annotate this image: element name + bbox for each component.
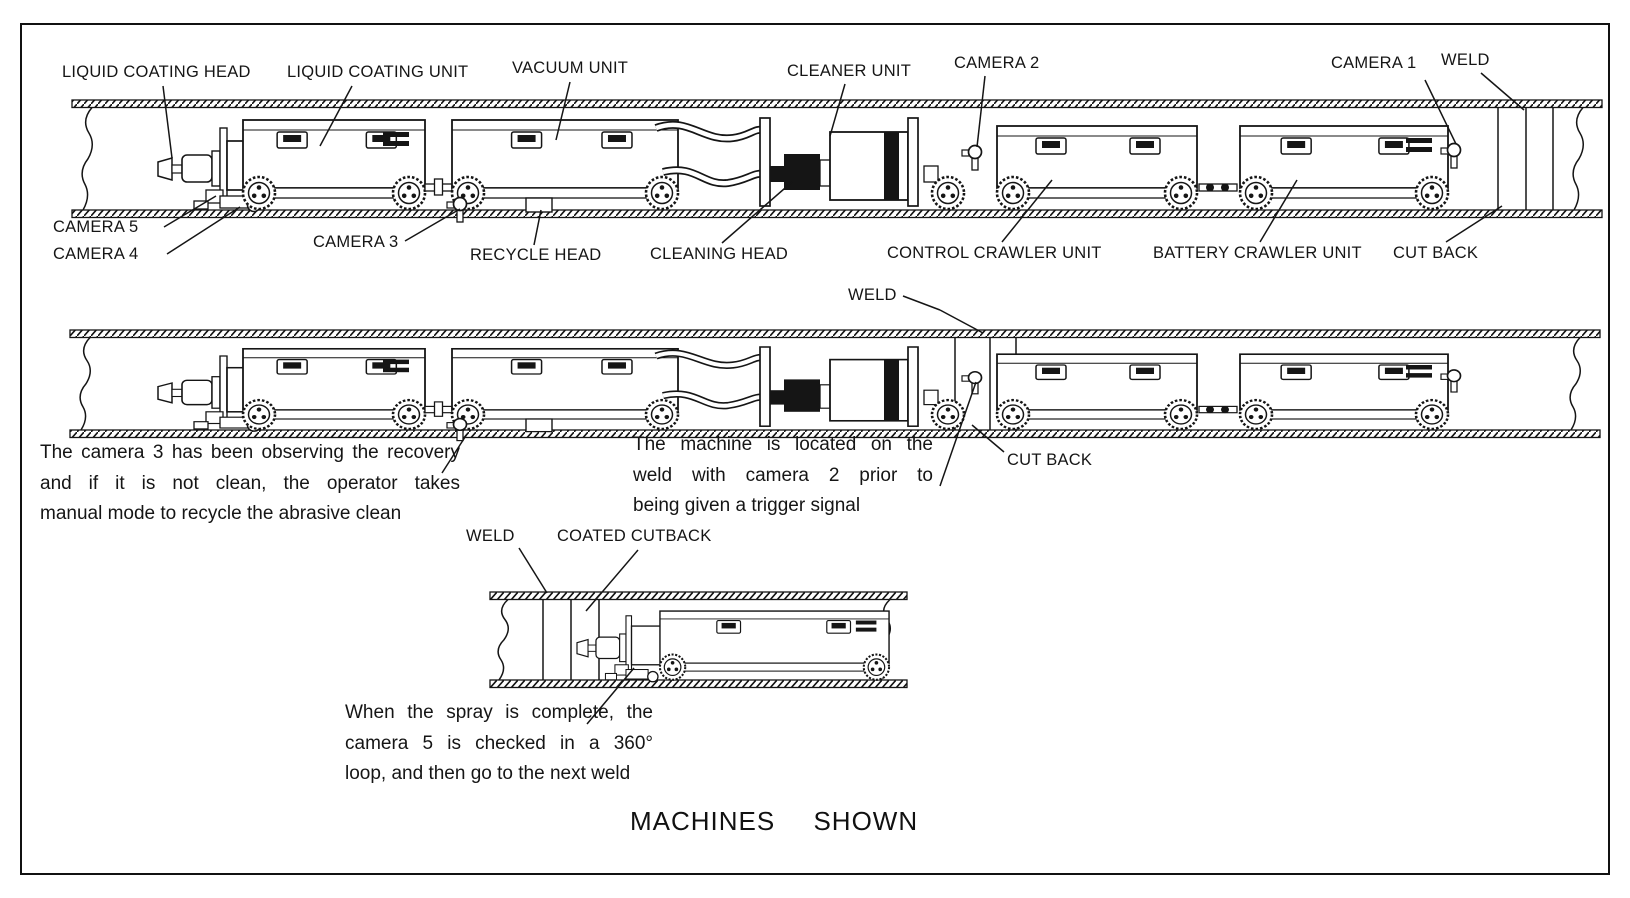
leader-lines [162, 72, 1525, 725]
label-liquid-coating-unit: LIQUID COATING UNIT [287, 63, 469, 81]
note-line: camera 5 is checked in a 360° [345, 732, 653, 754]
label-cut-back-row2: CUT BACK [1007, 451, 1093, 469]
note-machine-on-weld: The machine is located on the weld with … [633, 430, 933, 522]
label-camera-3: CAMERA 3 [313, 233, 399, 251]
label-cleaner-unit: CLEANER UNIT [787, 62, 912, 80]
label-cleaning-head: CLEANING HEAD [650, 245, 789, 263]
note-line: being given a trigger signal [633, 495, 861, 516]
label-camera-2: CAMERA 2 [954, 54, 1040, 72]
note-line: loop, and then go to the next weld [345, 763, 631, 784]
label-camera-4: CAMERA 4 [53, 245, 139, 263]
note-camera-3-recovery: The camera 3 has been observing the reco… [40, 438, 460, 530]
note-line: The machine is located on the [633, 434, 933, 455]
label-recycle-head: RECYCLE HEAD [470, 246, 602, 264]
weld-lines-row1 [1497, 107, 1554, 210]
label-weld-row2: WELD [848, 286, 897, 304]
note-line: When the spray is complete, the [345, 702, 653, 723]
note-line: weld with camera 2 prior to [633, 464, 933, 486]
machine-train-row1 [157, 117, 1462, 223]
note-line: manual mode to recycle the abrasive clea… [40, 503, 402, 524]
pipe-row1 [71, 99, 1603, 219]
label-weld-row1: WELD [1441, 51, 1490, 69]
label-battery-crawler-unit: BATTERY CRAWLER UNIT [1153, 244, 1362, 262]
pipe-row2 [69, 329, 1601, 439]
note-line: The camera 3 has been observing the reco… [40, 442, 460, 463]
machine-train-row3 [576, 610, 891, 683]
pipe-row3 [489, 591, 908, 689]
label-camera-5: CAMERA 5 [53, 218, 139, 236]
note-line: and if it is not clean, the operator tak… [40, 472, 460, 494]
label-vacuum-unit: VACUUM UNIT [512, 59, 629, 77]
label-coated-cutback: COATED CUTBACK [557, 527, 712, 545]
label-cut-back-row1: CUT BACK [1393, 244, 1479, 262]
label-camera-1: CAMERA 1 [1331, 54, 1417, 72]
diagram-title: MACHINES SHOWN [630, 806, 919, 836]
label-control-crawler-unit: CONTROL CRAWLER UNIT [887, 244, 1102, 262]
diagram-border [20, 23, 1610, 875]
machine-train-row2 [157, 346, 1462, 442]
note-camera-5-loop: When the spray is complete, the camera 5… [345, 698, 653, 790]
label-weld-row3: WELD [466, 527, 515, 545]
label-liquid-coating-head: LIQUID COATING HEAD [62, 63, 251, 81]
